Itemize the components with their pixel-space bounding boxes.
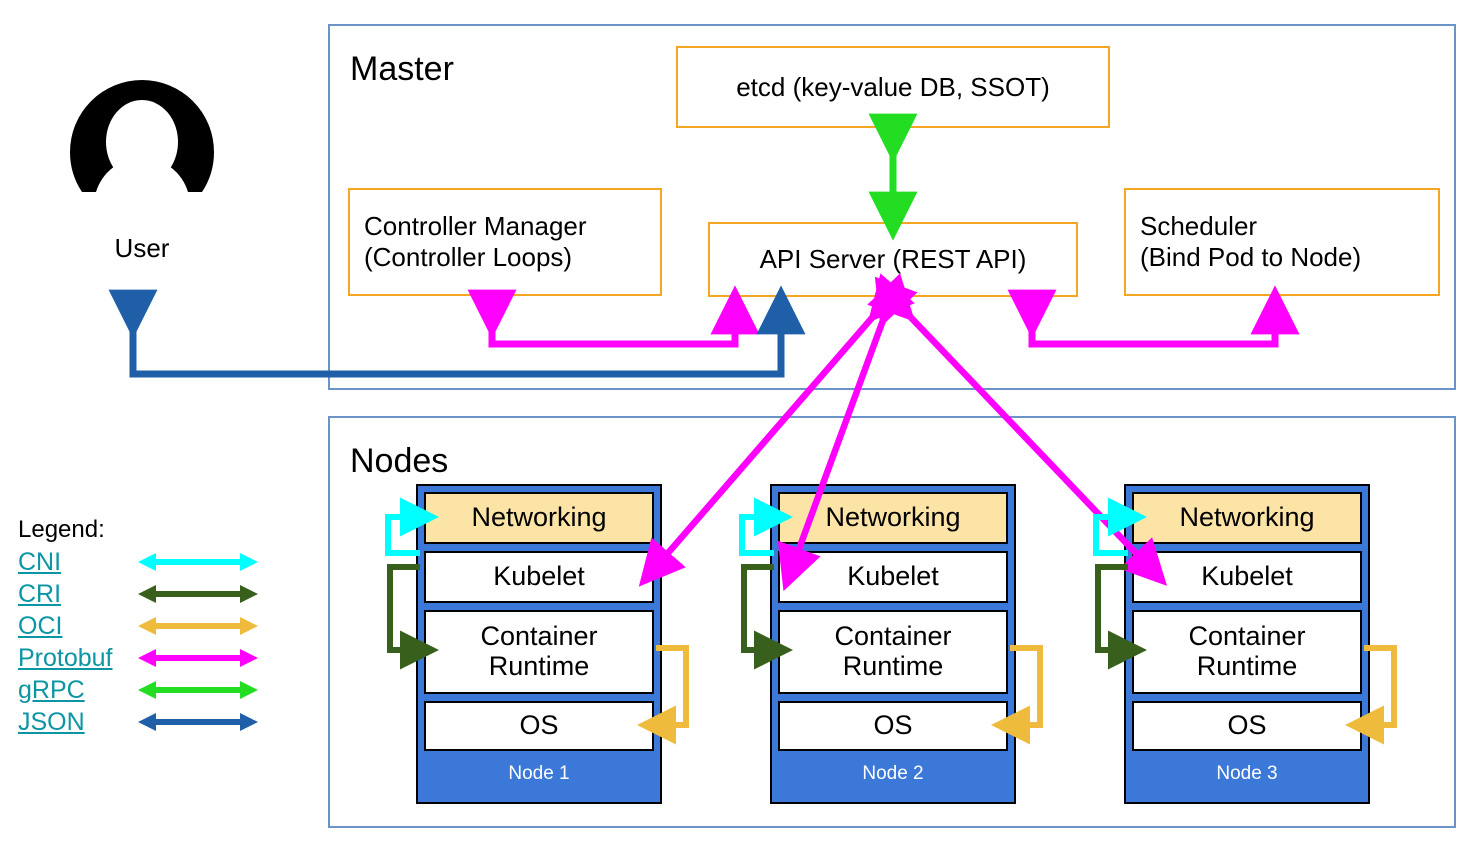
node-2-os-layer[interactable]: OS: [778, 701, 1008, 751]
controller-manager-box[interactable]: Controller Manager (Controller Loops): [348, 188, 662, 296]
api-server-label: API Server (REST API): [759, 244, 1027, 275]
nodes-group-title: Nodes: [350, 442, 449, 480]
node-1-container-runtime-label: Container Runtime: [480, 621, 598, 681]
legend-link-grpc[interactable]: gRPC: [18, 675, 85, 704]
node-1-container-runtime-layer[interactable]: Container Runtime: [424, 610, 654, 694]
node-card-2[interactable]: Networking Kubelet Container Runtime OS …: [770, 484, 1016, 804]
controller-manager-label: Controller Manager (Controller Loops): [364, 211, 587, 272]
node-3-os-layer[interactable]: OS: [1132, 701, 1362, 751]
node-1-networking-layer[interactable]: Networking: [424, 492, 654, 544]
legend-arrow-oci: [138, 617, 258, 635]
node-2-kubelet-layer[interactable]: Kubelet: [778, 551, 1008, 603]
node-1-networking-label: Networking: [471, 502, 607, 533]
scheduler-label: Scheduler (Bind Pod to Node): [1140, 211, 1362, 272]
legend-link-protobuf[interactable]: Protobuf: [18, 643, 113, 672]
user-label: User: [114, 233, 170, 263]
node-card-3[interactable]: Networking Kubelet Container Runtime OS …: [1124, 484, 1370, 804]
legend: Legend: CNI CRI OCI Protobuf: [18, 516, 278, 738]
node-3-container-runtime-label: Container Runtime: [1188, 621, 1306, 681]
legend-row-grpc[interactable]: gRPC: [18, 674, 278, 706]
node-3-os-label: OS: [1227, 710, 1267, 741]
node-2-name: Node 2: [862, 762, 924, 784]
user-actor: User: [62, 72, 222, 264]
node-3-container-runtime-layer[interactable]: Container Runtime: [1132, 610, 1362, 694]
node-3-kubelet-layer[interactable]: Kubelet: [1132, 551, 1362, 603]
node-1-os-label: OS: [519, 710, 559, 741]
node-2-container-runtime-label: Container Runtime: [834, 621, 952, 681]
legend-arrow-protobuf: [138, 649, 258, 667]
legend-arrow-json: [138, 713, 258, 731]
node-2-container-runtime-layer[interactable]: Container Runtime: [778, 610, 1008, 694]
node-2-os-label: OS: [873, 710, 913, 741]
legend-row-oci[interactable]: OCI: [18, 610, 278, 642]
legend-arrow-cri: [138, 585, 258, 603]
etcd-label: etcd (key-value DB, SSOT): [736, 71, 1050, 102]
node-1-kubelet-layer[interactable]: Kubelet: [424, 551, 654, 603]
scheduler-box[interactable]: Scheduler (Bind Pod to Node): [1124, 188, 1440, 296]
node-2-networking-layer[interactable]: Networking: [778, 492, 1008, 544]
legend-link-oci[interactable]: OCI: [18, 611, 63, 640]
node-2-kubelet-label: Kubelet: [847, 561, 939, 592]
legend-row-cni[interactable]: CNI: [18, 546, 278, 578]
legend-arrow-cni: [138, 553, 258, 571]
user-avatar-icon: [69, 80, 215, 192]
legend-link-cri[interactable]: CRI: [18, 579, 62, 608]
node-card-1[interactable]: Networking Kubelet Container Runtime OS …: [416, 484, 662, 804]
node-3-networking-layer[interactable]: Networking: [1132, 492, 1362, 544]
node-1-os-layer[interactable]: OS: [424, 701, 654, 751]
etcd-box[interactable]: etcd (key-value DB, SSOT): [676, 46, 1110, 128]
legend-link-cni[interactable]: CNI: [18, 547, 62, 576]
legend-link-json[interactable]: JSON: [18, 707, 85, 736]
node-3-kubelet-label: Kubelet: [1201, 561, 1293, 592]
node-1-name: Node 1: [508, 762, 570, 784]
legend-row-protobuf[interactable]: Protobuf: [18, 642, 278, 674]
node-1-kubelet-label: Kubelet: [493, 561, 585, 592]
legend-row-json[interactable]: JSON: [18, 706, 278, 738]
node-3-networking-label: Networking: [1179, 502, 1315, 533]
master-group-title: Master: [350, 50, 454, 88]
node-3-name: Node 3: [1216, 762, 1278, 784]
api-server-box[interactable]: API Server (REST API): [708, 222, 1078, 297]
legend-title: Legend:: [18, 516, 105, 543]
legend-row-cri[interactable]: CRI: [18, 578, 278, 610]
node-2-networking-label: Networking: [825, 502, 961, 533]
legend-arrow-grpc: [138, 681, 258, 699]
